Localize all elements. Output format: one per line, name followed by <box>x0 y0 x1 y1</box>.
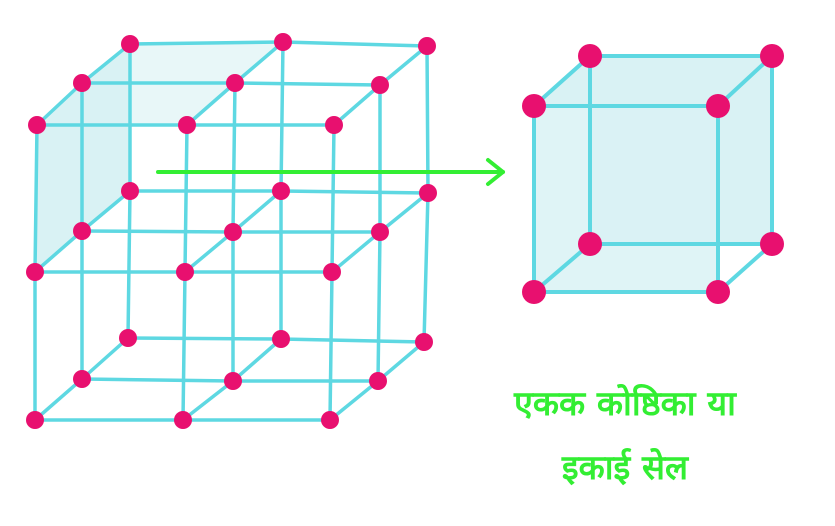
caption-line-1: एकक कोष्ठिका या <box>514 384 736 424</box>
caption-line-2: इकाई सेल <box>561 448 689 488</box>
unit-cell <box>522 44 784 304</box>
lattice-atoms <box>26 33 437 429</box>
lattice-edges <box>33 40 430 422</box>
unit-cell-atoms <box>522 44 784 304</box>
crystal-lattice <box>26 33 437 429</box>
unit-cell-edges <box>532 54 774 294</box>
arrow-right-icon <box>156 158 505 186</box>
unit-cell-front-face <box>534 106 718 292</box>
unit-cell-top-face <box>534 56 772 106</box>
